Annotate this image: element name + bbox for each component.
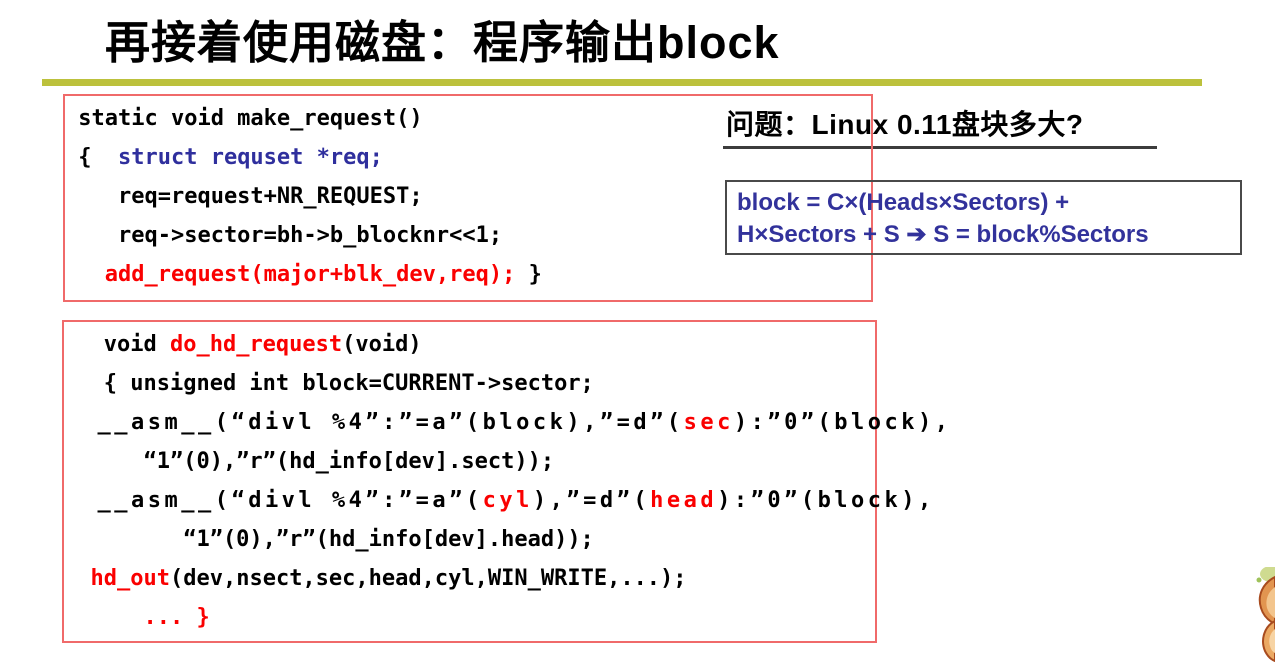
code-segment: ):”0”(block), (717, 488, 935, 513)
code-line: “1”(0),”r”(hd_info[dev].sect)); (64, 442, 875, 481)
code-line: hd_out(dev,nsect,sec,head,cyl,WIN_WRITE,… (64, 559, 875, 598)
page-title: 再接着使用磁盘：程序输出block (105, 17, 780, 68)
code-segment: sec (683, 410, 734, 435)
question-underline-bar (723, 146, 1157, 149)
code-line: req=request+NR_REQUEST; (65, 177, 871, 216)
corner-cartoon-image (1252, 566, 1275, 663)
code-segment: cyl (482, 488, 533, 513)
code-segment: (void) (342, 332, 422, 357)
cartoon-partial-icon (1256, 566, 1275, 663)
code-segment: “1”(0),”r”(hd_info[dev].sect)); (64, 449, 555, 474)
code-segment: “1”(0),”r”(hd_info[dev].head)); (64, 527, 594, 552)
code-segment: ... } (64, 605, 210, 630)
code-segment: { unsigned int block=CURRENT->sector; (64, 371, 594, 396)
code-line: ... } (64, 598, 875, 637)
code-line: __asm__(“divl %4”:”=a”(block),”=d”(sec):… (64, 403, 948, 442)
code-line: req->sector=bh->b_blocknr<<1; (65, 216, 871, 255)
code-segment: __asm__(“divl %4”:”=a”( (64, 488, 483, 513)
code-segment: __asm__(“divl %4”:”=a”(block),”=d”( (64, 410, 684, 435)
code-line: { struct requset *req; (65, 138, 871, 177)
question-heading: 问题：Linux 0.11盘块多大? (726, 109, 1084, 140)
code-segment: req->sector=bh->b_blocknr<<1; (65, 223, 503, 248)
title-underline-bar (42, 79, 1202, 86)
code-segment: req=request+NR_REQUEST; (65, 184, 423, 209)
code-line: { unsigned int block=CURRENT->sector; (64, 364, 875, 403)
code-line: static void make_request() (65, 99, 871, 138)
code-line: “1”(0),”r”(hd_info[dev].head)); (64, 520, 875, 559)
code-segment: ),”=d”( (532, 488, 651, 513)
code-listing-do-hd-request: void do_hd_request(void) { unsigned int … (64, 322, 949, 637)
code-segment: hd_out (90, 566, 170, 591)
code-box-do-hd-request: void do_hd_request(void) { unsigned int … (62, 320, 949, 643)
code-segment: } (515, 262, 542, 287)
code-segment: { (65, 145, 118, 170)
formula-line-1: block = C×(Heads×Sectors) + (737, 189, 1070, 216)
code-line: void do_hd_request(void) (64, 325, 875, 364)
code-segment (64, 566, 91, 591)
code-segment: head (650, 488, 718, 513)
code-segment: ):”0”(block), (733, 410, 952, 435)
code-line: add_request(major+blk_dev,req); } (65, 255, 871, 294)
code-segment: do_hd_request (169, 332, 343, 357)
code-segment: add_request(major+blk_dev,req); (65, 262, 516, 287)
formula-box: block = C×(Heads×Sectors) + H×Sectors + … (725, 180, 1242, 255)
code-box-make-request: static void make_request() { struct requ… (63, 94, 873, 302)
code-segment: static void make_request() (65, 106, 423, 131)
code-segment: void (64, 332, 170, 357)
code-segment: (dev,nsect,sec,head,cyl,WIN_WRITE,...); (169, 566, 687, 591)
formula-line-2: H×Sectors + S ➔ S = block%Sectors (737, 221, 1149, 248)
code-line: __asm__(“divl %4”:”=a”(cyl),”=d”(head):”… (64, 481, 931, 520)
code-listing-make-request: static void make_request() { struct requ… (65, 96, 871, 294)
code-segment: struct requset *req; (117, 145, 383, 170)
